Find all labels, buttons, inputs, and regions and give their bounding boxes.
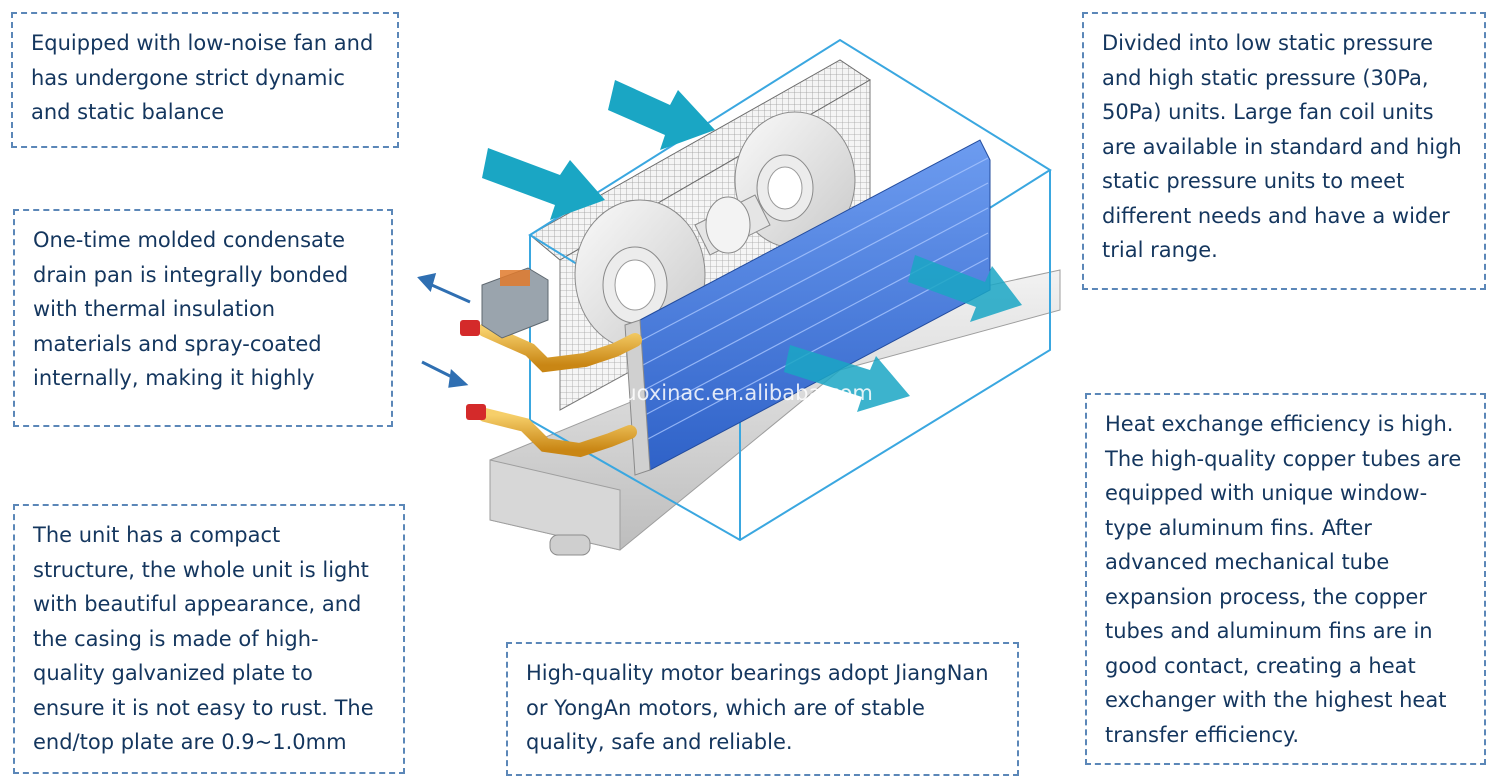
drain-pan-shape — [489, 269, 1061, 556]
callout-structure: The unit has a compact structure, the wh… — [13, 504, 405, 774]
callout-heat-exchange-text: Heat exchange efficiency is high. The hi… — [1105, 412, 1462, 747]
control-box-icon — [481, 267, 549, 339]
callout-motor: High-quality motor bearings adopt JiangN… — [506, 642, 1019, 776]
heat-exchanger-coil-shape — [624, 139, 991, 476]
watermark: nuoxinac.en.alibaba.com — [610, 381, 873, 405]
callout-fan: Equipped with low-noise fan and has unde… — [11, 12, 399, 148]
fan-coil-unit-illustration: nuoxinac.en.alibaba.com — [417, 38, 1061, 556]
water-pipes-shape — [478, 323, 642, 458]
callout-drain-pan-text: One-time molded condensate drain pan is … — [33, 228, 349, 390]
callout-heat-exchange: Heat exchange efficiency is high. The hi… — [1085, 393, 1486, 765]
callout-static-pressure: Divided into low static pressure and hig… — [1082, 12, 1486, 290]
callout-fan-text: Equipped with low-noise fan and has unde… — [31, 31, 374, 124]
motor-shape — [694, 194, 771, 256]
valve-icon — [460, 320, 486, 420]
callout-motor-text: High-quality motor bearings adopt JiangN… — [526, 661, 989, 754]
airflow-arrow-icon — [482, 80, 1022, 412]
callout-static-pressure-text: Divided into low static pressure and hig… — [1102, 31, 1462, 262]
callout-drain-pan: One-time molded condensate drain pan is … — [13, 209, 393, 427]
callout-structure-text: The unit has a compact structure, the wh… — [33, 523, 374, 754]
water-flow-arrow-icon — [417, 273, 471, 388]
